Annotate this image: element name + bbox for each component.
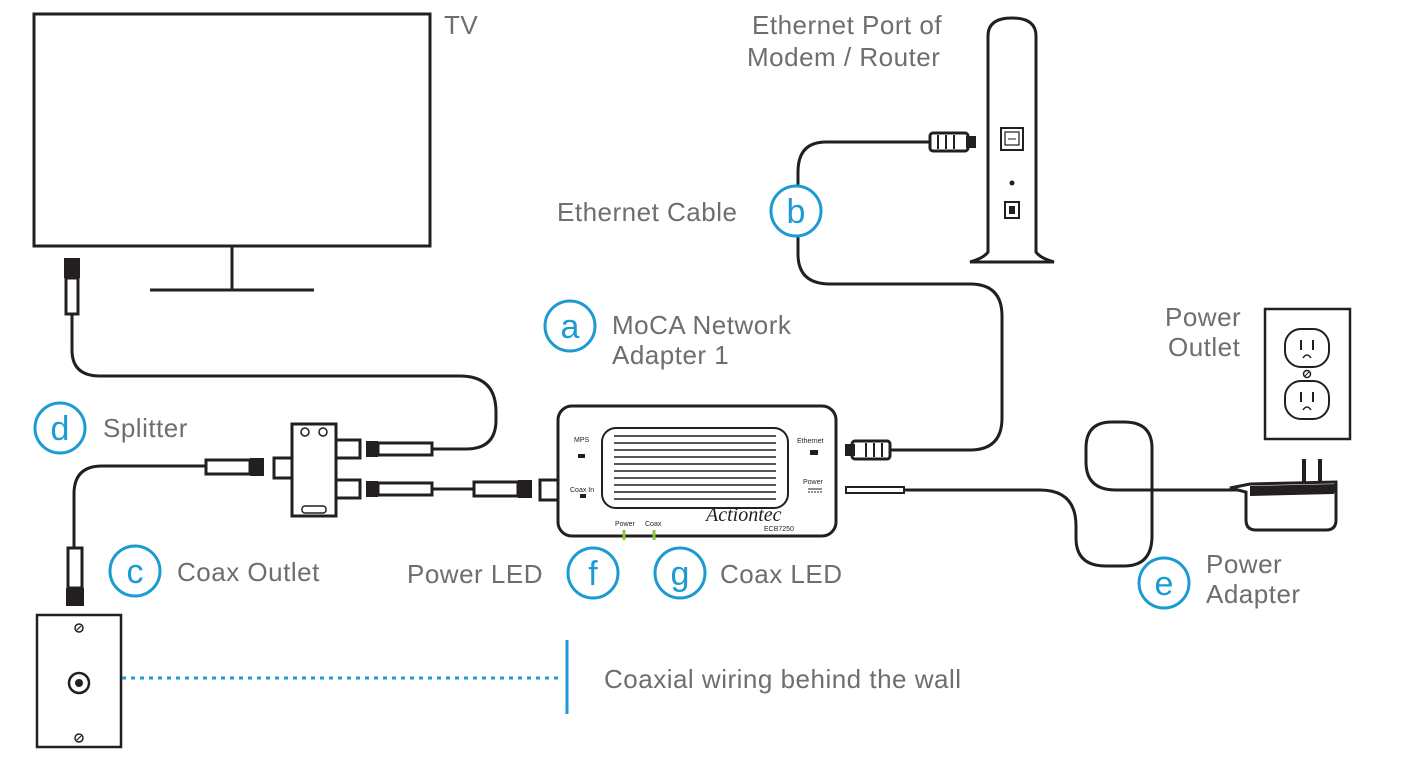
badge-c: c [108,544,162,598]
router-label-line2: Modem / Router [747,42,940,72]
wall-wiring-label: Coaxial wiring behind the wall [604,664,962,694]
badge-g: g [653,546,707,600]
tv-to-splitter-cable [70,314,498,451]
splitter-input-connector-icon [204,458,264,476]
moca-label-line2: Adapter 1 [612,340,729,370]
svg-text:d: d [51,410,70,448]
device-brand: Actiontec [704,504,782,526]
ethernet-port-icon [810,450,818,455]
adapter-coax-connector-icon [472,478,560,502]
power-led-label: Power LED [407,559,543,589]
wall-coax-connector-icon [66,546,84,606]
splitter-tv-connector-icon [366,441,434,457]
router-icon [969,16,1055,264]
power-adapter-icon [1229,459,1338,532]
badge-b: b [769,184,823,238]
coax-led-label: Coax LED [720,559,843,589]
wall-to-splitter-cable [72,464,206,550]
adapter-vent-icon [614,435,776,500]
badge-d: d [33,401,87,455]
device-led-coax-label: Coax [645,521,662,528]
moca-label-line1: MoCA Network [612,310,792,340]
tv-label: TV [444,10,478,40]
device-model: ECB7250 [764,526,794,533]
svg-text:f: f [588,555,598,593]
dc-plug-icon [845,486,905,494]
ethernet-cable [796,140,1004,452]
svg-text:a: a [561,308,580,346]
svg-text:g: g [671,555,690,593]
tv-icon [32,12,432,292]
coax-port-icon [580,494,586,498]
splitter-icon [272,422,362,518]
splitter-label: Splitter [103,413,188,443]
svg-text:e: e [1155,565,1174,603]
device-ethernet-label: Ethernet [797,438,824,445]
splitter-adapter-connector-icon [366,481,434,497]
router-ethernet-plug-icon [928,131,976,153]
badge-e: e [1137,556,1191,610]
power-outlet-icon [1263,307,1352,441]
coax-wall-plate-icon [35,613,123,749]
svg-text:b: b [787,193,806,231]
coax-outlet-label: Coax Outlet [177,557,320,587]
moca-adapter-icon [556,404,838,540]
device-coax-in-label: Coax In [570,487,594,494]
badge-f: f [566,546,620,600]
power-adapter-label-line2: Adapter [1206,579,1301,609]
svg-text:c: c [127,553,144,591]
power-outlet-label-line2: Outlet [1168,332,1241,362]
device-mps-label: MPS [574,437,590,444]
mps-button-icon [578,454,585,458]
device-power-label: Power [803,479,824,486]
tv-coax-connector-icon [64,258,80,316]
router-label-line1: Ethernet Port of [752,10,942,40]
power-cord [904,420,1246,568]
power-adapter-label-line1: Power [1206,549,1282,579]
ethernet-cable-label: Ethernet Cable [557,197,737,227]
badge-a: a [543,299,597,353]
adapter-ethernet-plug-icon [845,439,892,461]
device-led-power-label: Power [615,521,636,528]
power-outlet-label-line1: Power [1165,302,1241,332]
